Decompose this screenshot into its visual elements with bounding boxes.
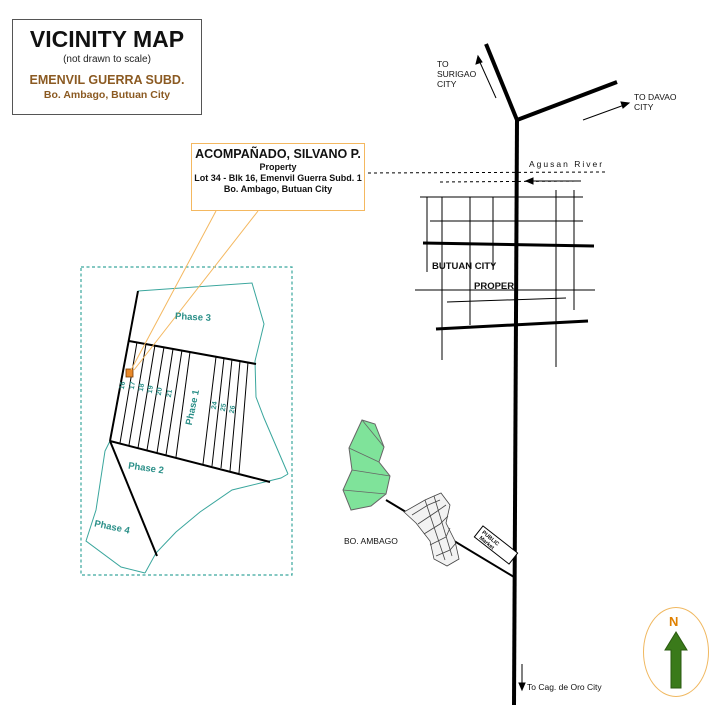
road-to-davao: [516, 80, 618, 122]
ambago-green-area: [342, 419, 391, 511]
property-label: Property: [259, 162, 297, 172]
north-compass: [643, 607, 709, 697]
subject-lot-marker: [125, 368, 134, 378]
river-flow-arrow: [524, 177, 578, 185]
lot-number: 18: [137, 383, 147, 392]
public-market: [473, 525, 519, 565]
label-to-surigao: TO SURIGAO CITY: [437, 59, 477, 89]
arrow-to-cdo: [518, 664, 526, 692]
scale-note: (not drawn to scale): [63, 54, 151, 65]
subdivision-name: EMENVIL GUERRA SUBD.: [29, 73, 185, 87]
label-phase-3: Phase 3: [174, 311, 212, 324]
lot-number: 19: [146, 385, 156, 394]
label-bo-ambago: BO. AMBAGO: [344, 536, 398, 546]
city-street-grid: [415, 190, 595, 367]
lot-lines: [119, 341, 249, 474]
label-to-davao: TO DAVAO CITY: [634, 92, 677, 112]
lot-number: 21: [165, 389, 175, 398]
title-block: VICINITY MAP (not drawn to scale) EMENVI…: [12, 19, 202, 115]
label-agusan-river: Agusan River: [529, 159, 605, 169]
lot-number: 20: [155, 387, 165, 396]
lot-number: 26: [228, 405, 238, 414]
label-butuan-city: BUTUAN CITY: [432, 261, 497, 272]
north-label: N: [669, 614, 679, 629]
property-lot: Lot 34 - Blk 16, Emenvil Guerra Subd. 1: [194, 173, 362, 183]
subdivision-location: Bo. Ambago, Butuan City: [43, 89, 171, 101]
lot-number: 16: [118, 381, 128, 390]
arrow-to-surigao: [475, 54, 497, 99]
phase-boundaries: [109, 290, 271, 557]
property-address: Bo. Ambago, Butuan City: [223, 184, 333, 194]
river-bank-north: [361, 171, 609, 174]
label-to-cdo: To Cag. de Oro City: [527, 682, 602, 692]
road-to-surigao: [484, 43, 519, 121]
label-city-proper: PROPER: [474, 281, 515, 292]
arrow-to-davao: [582, 101, 631, 121]
map-title: VICINITY MAP: [29, 26, 185, 52]
city-major-streets: [422, 241, 595, 331]
lot-number: 24: [210, 401, 220, 410]
lot-number: 25: [219, 403, 229, 412]
ambago-green-lines: [342, 419, 391, 495]
ambago-subdivision: [403, 492, 460, 567]
callout-leaders: [130, 210, 259, 371]
property-callout: ACOMPAÑADO, SILVANO P. Property Lot 34 -…: [191, 143, 365, 211]
property-owner: ACOMPAÑADO, SILVANO P.: [195, 147, 361, 161]
main-highway: [512, 119, 519, 706]
lot-number: 17: [128, 381, 138, 390]
